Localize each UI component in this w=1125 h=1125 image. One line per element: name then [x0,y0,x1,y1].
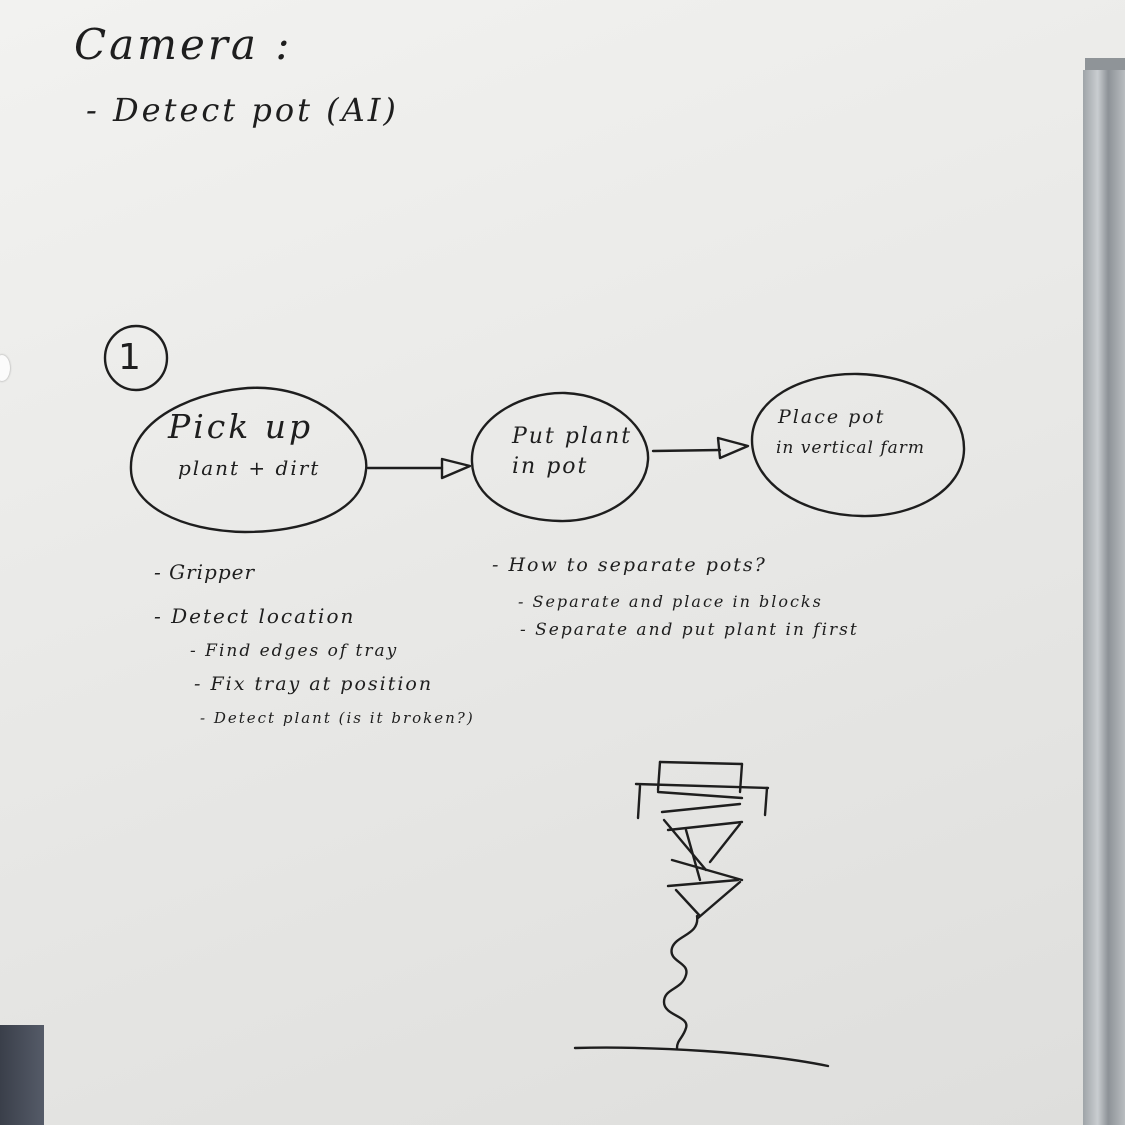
flow-node-1-subtitle: plant + dirt [178,456,321,480]
note-fix-tray: - Fix tray at position [194,673,434,695]
flow-arrow-2 [651,448,722,453]
step-number-circle [103,324,169,392]
flow-node-1 [129,386,368,534]
note-separate-pots: - How to separate pots? [492,554,767,576]
flow-node-2-line2: in pot [512,454,589,479]
note-find-edges: - Find edges of tray [190,641,399,661]
camera-heading: Camera : [74,20,293,69]
wall-dot [0,355,10,381]
flow-node-2-line1: Put plant [512,424,633,449]
note-place-in-blocks: - Separate and place in blocks [518,592,823,611]
flow-arrowhead-2 [716,436,750,460]
flow-node-2 [470,391,650,523]
note-detect-plant: - Detect plant (is it broken?) [200,709,475,727]
chair-back [0,1025,44,1125]
camera-item-detect-pot: - Detect pot (AI) [86,91,399,129]
flow-node-3-line2: in vertical farm [776,438,926,458]
note-plant-first: - Separate and put plant in first [520,620,859,640]
flow-node-1-title: Pick up [168,407,314,446]
flow-arrowhead-1 [440,457,472,480]
gripper-sketch [573,760,830,1068]
flow-node-3 [750,372,966,518]
note-gripper: - Gripper [154,560,256,584]
step-number: 1 [118,337,142,378]
flow-node-3-line1: Place pot [778,406,886,428]
whiteboard-frame-right [1083,70,1125,1125]
note-detect-location: - Detect location [154,604,356,628]
